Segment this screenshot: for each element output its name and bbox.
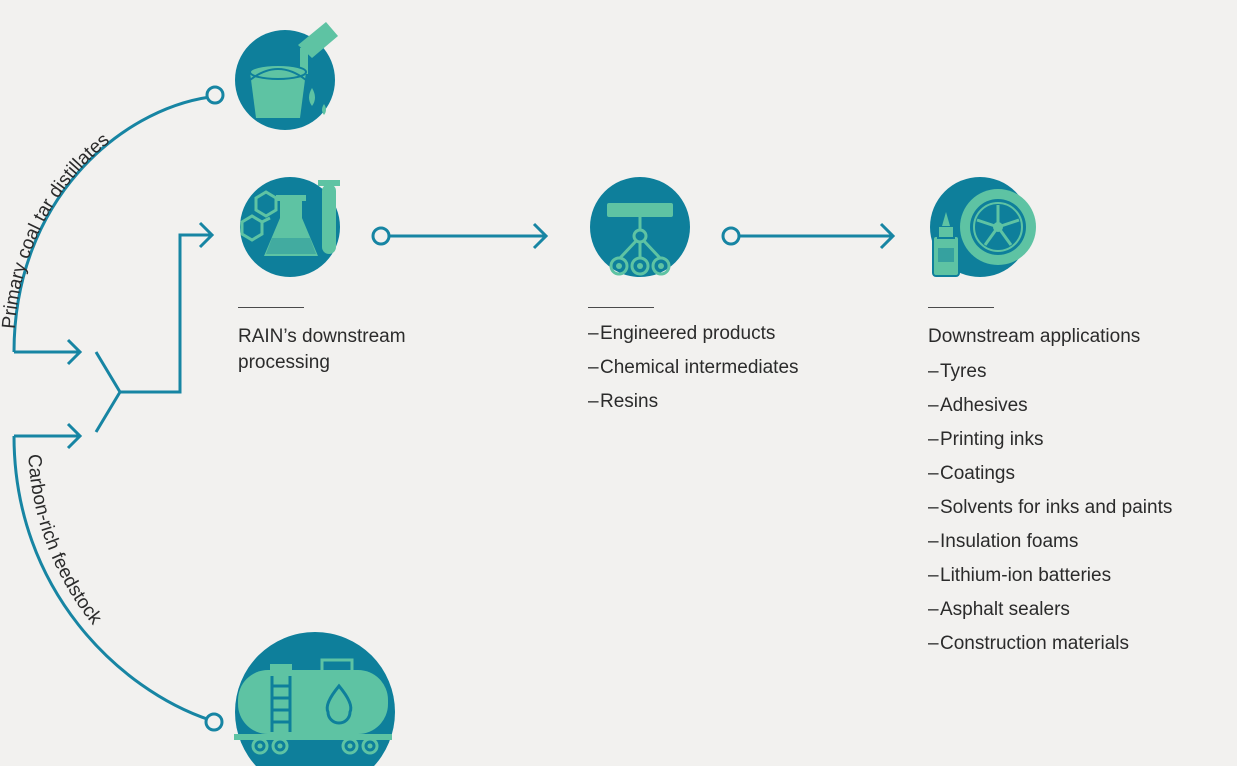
application-item: –Tyres (928, 359, 1172, 393)
connector-dot-processing (371, 226, 391, 246)
application-item: –Adhesives (928, 393, 1172, 427)
list-dash: – (928, 429, 939, 450)
applications-list: –Tyres–Adhesives–Printing inks–Coatings–… (928, 359, 1172, 665)
list-dash: – (588, 391, 599, 412)
list-item-text: Asphalt sealers (940, 599, 1070, 620)
list-dash: – (928, 395, 939, 416)
arrow-processing-to-products (390, 222, 549, 250)
list-dash: – (928, 599, 939, 620)
list-item-text: Adhesives (940, 395, 1028, 416)
application-item: –Insulation foams (928, 529, 1172, 563)
list-item-text: Insulation foams (940, 531, 1079, 552)
connector-dot-top (205, 85, 225, 105)
list-dash: – (588, 323, 599, 344)
application-item: –Construction materials (928, 631, 1172, 665)
product-item: –Chemical intermediates (588, 355, 799, 389)
list-dash: – (928, 531, 939, 552)
list-item-text: Printing inks (940, 429, 1044, 450)
product-item: –Engineered products (588, 321, 799, 355)
list-dash: – (588, 357, 599, 378)
application-item: –Solvents for inks and paints (928, 495, 1172, 529)
processing-label: RAIN’s downstream processing (238, 326, 406, 373)
arrow-products-to-applications (740, 222, 896, 250)
products-list: –Engineered products–Chemical intermedia… (588, 321, 799, 423)
list-item-text: Solvents for inks and paints (940, 497, 1173, 518)
application-item: –Coatings (928, 461, 1172, 495)
list-item-text: Chemical intermediates (600, 357, 799, 378)
application-item: –Asphalt sealers (928, 597, 1172, 631)
curve-label-top: Primary coal tar distillates (0, 129, 113, 329)
list-item-text: Coatings (940, 463, 1015, 484)
list-item-text: Construction materials (940, 633, 1130, 654)
divider-products (588, 307, 654, 308)
lab-flask-icon (240, 177, 340, 277)
list-item-text: Resins (600, 391, 659, 412)
bucket-pour-icon (235, 22, 338, 130)
list-dash: – (928, 497, 939, 518)
divider-processing (238, 307, 304, 308)
application-item: –Printing inks (928, 427, 1172, 461)
applications-title: Downstream applications (928, 326, 1141, 347)
list-dash: – (928, 565, 939, 586)
list-dash: – (928, 633, 939, 654)
connector-dot-products (721, 226, 741, 246)
list-dash: – (928, 463, 939, 484)
hierarchy-icon (590, 177, 690, 277)
application-item: –Lithium-ion batteries (928, 563, 1172, 597)
list-item-text: Engineered products (600, 323, 776, 344)
product-item: –Resins (588, 389, 799, 423)
list-item-text: Tyres (940, 361, 987, 382)
merge-connector (94, 221, 215, 433)
list-dash: – (928, 361, 939, 382)
curve-primary-distillates (12, 95, 211, 366)
tyre-glue-icon (930, 177, 1036, 277)
curve-carbon-feedstock (12, 422, 211, 722)
divider-applications (928, 307, 994, 308)
curve-label-bottom: Carbon-rich feedstock (23, 453, 106, 629)
tank-wagon-icon (234, 632, 395, 766)
list-item-text: Lithium-ion batteries (940, 565, 1112, 586)
connector-dot-bottom (204, 712, 224, 732)
